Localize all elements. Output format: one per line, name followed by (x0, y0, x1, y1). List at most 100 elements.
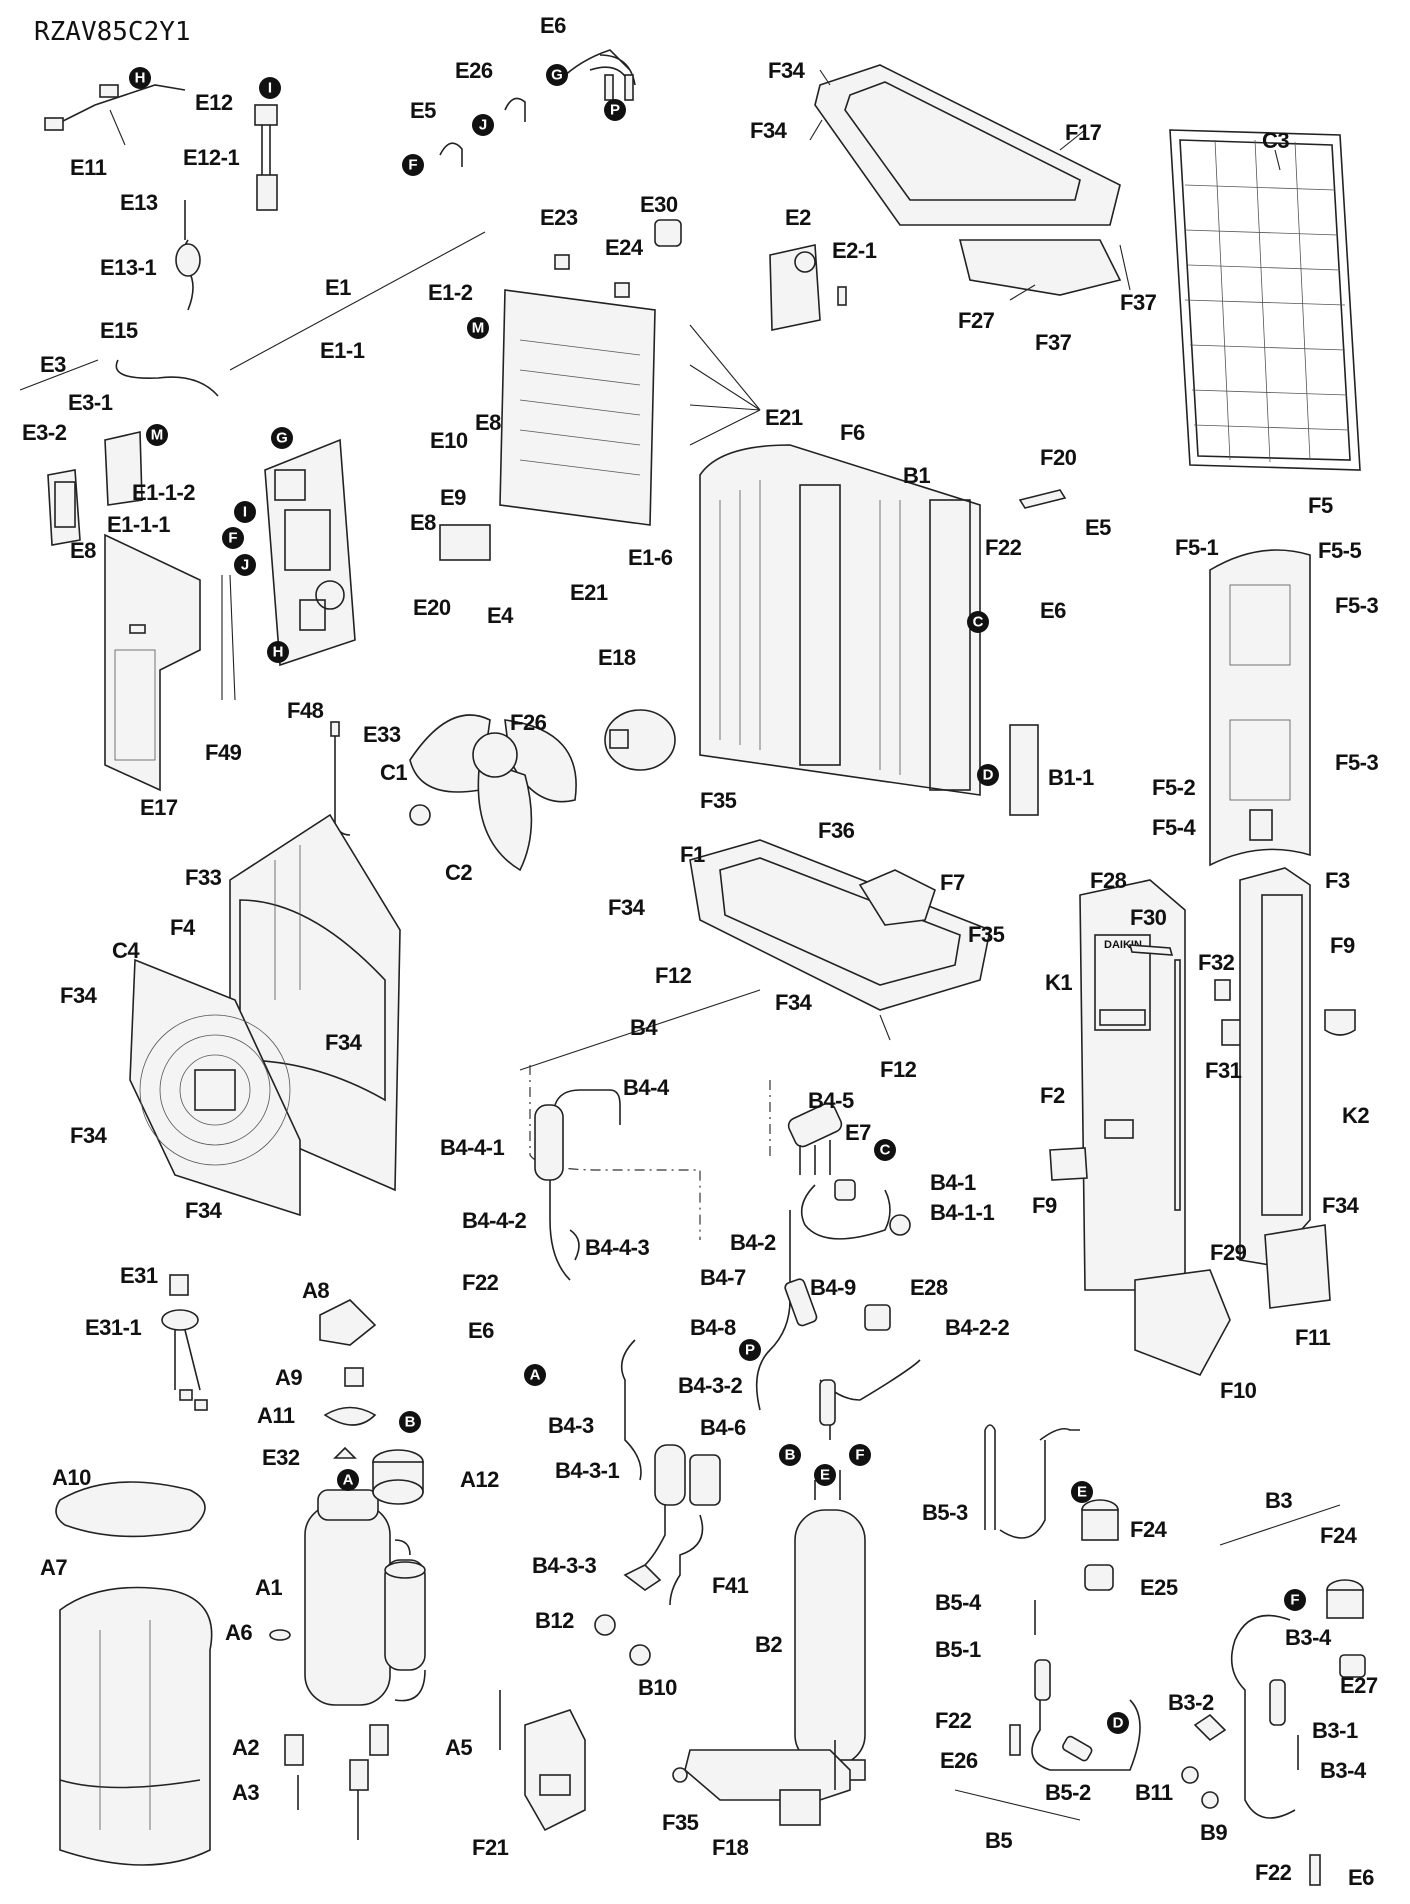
label-E26-b: E26 (940, 1748, 978, 1773)
label-F24-a: F24 (1130, 1517, 1168, 1542)
label-F22-d: F22 (1255, 1860, 1292, 1885)
label-F34-c: F34 (608, 895, 646, 920)
label-A10: A10 (52, 1465, 91, 1490)
label-B5-4: B5-4 (935, 1590, 982, 1615)
label-E8-a: E8 (70, 538, 96, 563)
label-E13-1: E13-1 (100, 255, 156, 280)
svg-text:E: E (820, 1467, 830, 1484)
label-E31-1: E31-1 (85, 1315, 141, 1340)
label-F34-f: F34 (325, 1030, 363, 1055)
heat-exchanger-b1 (699, 444, 981, 796)
label-F36: F36 (818, 818, 855, 843)
fan-c1 (409, 714, 577, 872)
label-E21-a: E21 (765, 405, 803, 430)
label-K1: K1 (1045, 970, 1072, 995)
label-B4-2: B4-2 (730, 1230, 776, 1255)
label-B3-1: B3-1 (1312, 1718, 1358, 1743)
side-panel-f5 (1209, 549, 1311, 867)
label-E25: E25 (1140, 1575, 1178, 1600)
svg-text:B: B (405, 1414, 416, 1431)
label-B4-6: B4-6 (700, 1415, 746, 1440)
sound-insulation-a7-a10 (55, 1481, 213, 1866)
label-E2: E2 (785, 205, 811, 230)
label-F32: F32 (1198, 950, 1235, 975)
label-B9: B9 (1200, 1820, 1227, 1845)
expansion-valve-b3 (1181, 1579, 1366, 1886)
label-E8-b: E8 (475, 410, 501, 435)
label-B4-3-2: B4-3-2 (678, 1373, 743, 1398)
label-E1: E1 (325, 275, 351, 300)
label-F34-h: F34 (185, 1198, 223, 1223)
capacitor-e2 (769, 244, 847, 331)
label-F31: F31 (1205, 1058, 1242, 1083)
insulation-panel-e17 (104, 533, 201, 792)
top-cover-f17 (809, 64, 1131, 301)
label-F2: F2 (1040, 1083, 1065, 1108)
label-F5: F5 (1308, 493, 1333, 518)
label-C3: C3 (1262, 128, 1289, 153)
label-E30: E30 (640, 192, 678, 217)
svg-text:C: C (880, 1142, 891, 1159)
label-E23: E23 (540, 205, 578, 230)
label-E32: E32 (262, 1445, 300, 1470)
label-E21-b: E21 (570, 580, 608, 605)
group-lines (19, 231, 1341, 1821)
label-A7: A7 (40, 1555, 67, 1580)
svg-text:J: J (241, 557, 249, 574)
connector-badges: H I G P J F M M G I F J H C D C A P B E … (129, 64, 1306, 1734)
label-F5-4: F5-4 (1152, 815, 1197, 840)
label-F10: F10 (1220, 1378, 1257, 1403)
label-B4-2-2: B4-2-2 (945, 1315, 1010, 1340)
label-E31: E31 (120, 1263, 158, 1288)
pcb-e1-1 (264, 438, 356, 667)
svg-text:F: F (228, 530, 237, 547)
valve-plate-f18 (672, 1740, 851, 1826)
label-B10: B10 (638, 1675, 677, 1700)
label-A11: A11 (257, 1403, 295, 1428)
rail-f48 (229, 574, 236, 701)
label-B3: B3 (1265, 1488, 1292, 1513)
label-B4-5: B4-5 (808, 1088, 854, 1113)
label-C1: C1 (380, 760, 407, 785)
label-F30: F30 (1130, 905, 1167, 930)
label-F22-c: F22 (935, 1708, 972, 1733)
label-B4-4: B4-4 (623, 1075, 670, 1100)
label-A12: A12 (460, 1467, 499, 1492)
svg-text:H: H (135, 70, 146, 87)
label-E2-1: E2-1 (832, 238, 877, 263)
label-E18: E18 (598, 645, 636, 670)
label-E1-6: E1-6 (628, 545, 673, 570)
badge-F-top: F (402, 154, 424, 176)
label-F9-b: F9 (1032, 1193, 1057, 1218)
label-F6: F6 (840, 420, 865, 445)
label-B4-7: B4-7 (700, 1265, 746, 1290)
svg-text:E: E (1077, 1484, 1087, 1501)
label-E17: E17 (140, 795, 178, 820)
cables-e31 (161, 1274, 208, 1411)
svg-text:P: P (745, 1342, 755, 1359)
badge-A-comp: A (337, 1469, 359, 1491)
label-E27: E27 (1340, 1673, 1378, 1698)
label-F37-a: F37 (1035, 330, 1072, 355)
label-F11: F11 (1295, 1325, 1330, 1350)
label-E12: E12 (195, 90, 233, 115)
label-F28: F28 (1090, 868, 1127, 893)
label-C2: C2 (445, 860, 472, 885)
label-F20: F20 (1040, 445, 1077, 470)
label-A6: A6 (225, 1620, 252, 1645)
front-panel-f2: DAIKIN (1049, 879, 1186, 1291)
label-E1-1-2: E1-1-2 (132, 480, 195, 505)
label-F12-b: F12 (880, 1057, 917, 1082)
label-F35-b: F35 (968, 922, 1005, 947)
label-B2: B2 (755, 1632, 782, 1657)
label-B12: B12 (535, 1608, 574, 1633)
label-F5-3-b: F5-3 (1335, 750, 1379, 775)
refrigerant-piping-b4 (529, 1065, 921, 1666)
label-f30 (1128, 944, 1174, 956)
badge-M-plate: M (467, 317, 489, 339)
label-B1-1: B1-1 (1048, 765, 1094, 790)
label-B5-3: B5-3 (922, 1500, 968, 1525)
svg-text:G: G (276, 430, 288, 447)
label-E1-2: E1-2 (428, 280, 473, 305)
harnesses-top-left (44, 84, 278, 311)
